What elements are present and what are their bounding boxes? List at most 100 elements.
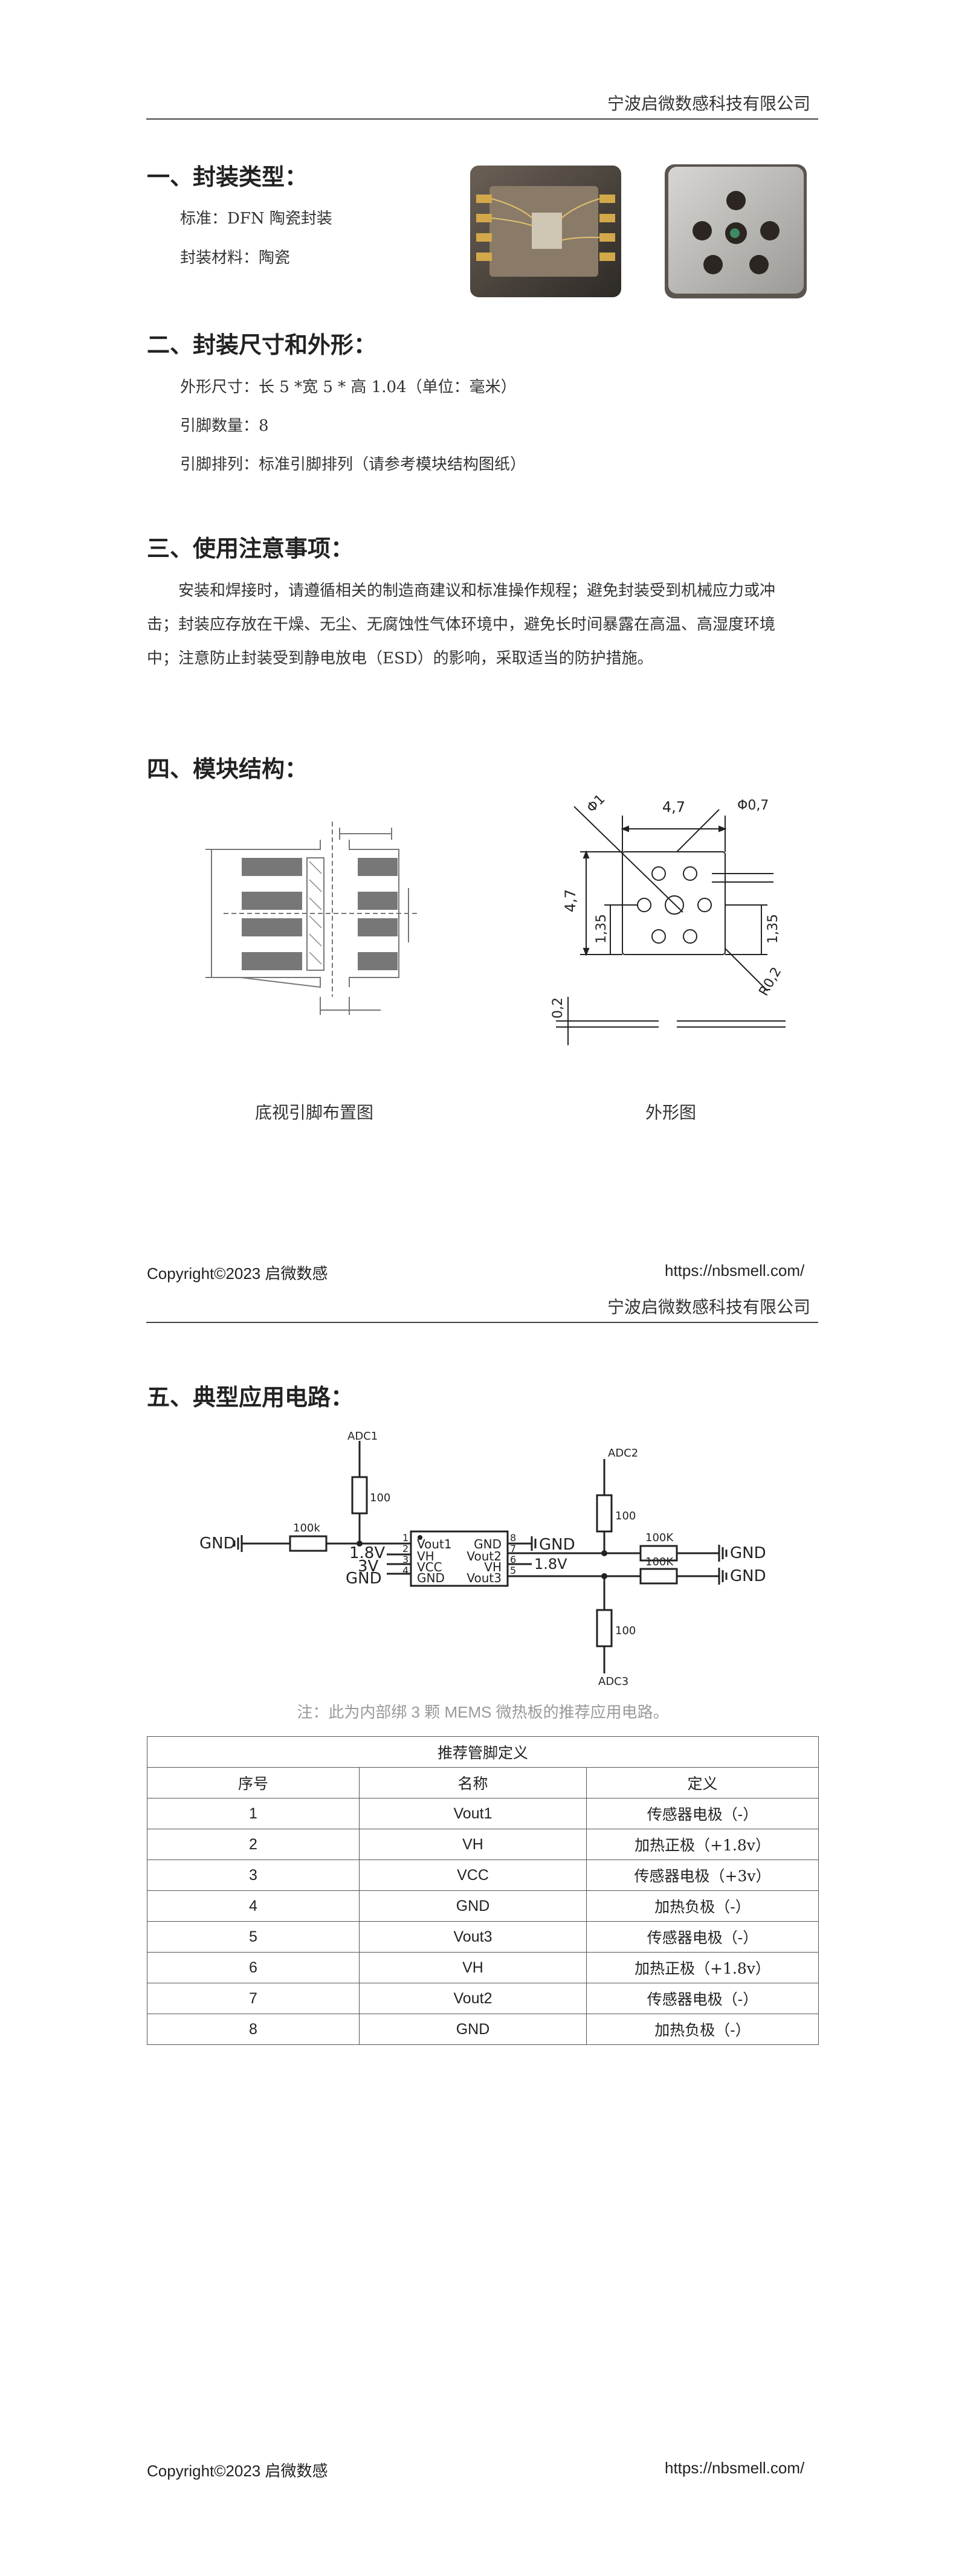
section-3-title: 三、使用注意事项： — [147, 535, 354, 562]
outline-drawing: 4,7 Φ0,7 Φ1 4,7 1,35 1,35 R0,2 0,2 — [551, 791, 786, 1045]
cell-name: Vout2 — [359, 1983, 587, 2014]
v3-label: 3V — [358, 1557, 379, 1576]
cell-index: 1 — [147, 1798, 360, 1829]
v18-left-label: 1.8V — [349, 1544, 385, 1562]
cell-index: 3 — [147, 1860, 360, 1891]
pin-num-3: 3 — [402, 1554, 408, 1565]
pin-layout-line: 引脚排列：标准引脚排列（请参考模块结构图纸） — [180, 456, 526, 474]
chip-pin-4-name: GND — [417, 1571, 445, 1585]
header-definition: 定义 — [586, 1767, 819, 1798]
table-row: 7 Vout2 传感器电极（-） — [147, 1983, 819, 2014]
r100k-right2-label: 100K — [645, 1556, 674, 1568]
footer-copyright: Copyright©2023 启微数感 — [147, 1264, 328, 1283]
pin-num-2: 2 — [402, 1543, 408, 1554]
cell-index: 2 — [147, 1829, 360, 1860]
table-caption-row: 推荐管脚定义 — [147, 1736, 819, 1768]
cell-definition: 传感器电极（-） — [586, 1921, 819, 1953]
r100-bottom-label: 100 — [615, 1624, 636, 1637]
cell-name: VH — [359, 1829, 587, 1860]
r100k-left-label: 100k — [293, 1522, 320, 1534]
gnd-left2-label: GND — [346, 1570, 382, 1588]
r100-left-label: 100 — [370, 1492, 390, 1504]
dim-phi1: Φ1 — [584, 791, 609, 816]
header-company: 宁波启微数感科技有限公司 — [607, 94, 811, 114]
table-row: 1 Vout1 传感器电极（-） — [147, 1798, 819, 1829]
table-caption: 推荐管脚定义 — [147, 1736, 819, 1768]
cell-definition: 加热正极（+1.8v） — [586, 1829, 819, 1860]
gnd-mid-label: GND — [539, 1536, 575, 1554]
cell-index: 7 — [147, 1983, 360, 2014]
usage-notes-paragraph: 安装和焊接时，请遵循相关的制造商建议和标准操作规程；避免封装受到机械应力或冲 击… — [147, 574, 819, 675]
header-rule-p2 — [146, 1322, 818, 1323]
table-row: 5 Vout3 传感器电极（-） — [147, 1921, 819, 1953]
chip-pin-2-name: VH — [417, 1549, 434, 1563]
gnd-left-label: GND — [199, 1534, 236, 1553]
cell-definition: 加热正极（+1.8v） — [586, 1952, 819, 1983]
cell-name: Vout3 — [359, 1921, 587, 1953]
cell-name: Vout1 — [359, 1798, 587, 1829]
footer-copyright-p2: Copyright©2023 启微数感 — [147, 2462, 328, 2480]
cell-name: VCC — [359, 1860, 587, 1891]
section-2-title: 二、封装尺寸和外形： — [147, 332, 377, 358]
dim-offset-left: 1,35 — [594, 914, 609, 944]
dimensions-line: 外形尺寸：长 5 *宽 5 * 高 1.04（单位：毫米） — [180, 378, 517, 396]
table-row: 4 GND 加热负极（-） — [147, 1890, 819, 1922]
footer-url-p2[interactable]: https://nbsmell.com/ — [665, 2459, 805, 2477]
chip-pin-7-name: Vout2 — [467, 1549, 502, 1563]
table-header-row: 序号 名称 定义 — [147, 1767, 819, 1798]
dim-thickness: 0,2 — [551, 997, 566, 1019]
adc1-label: ADC1 — [347, 1430, 378, 1443]
usage-notes-line-2: 击；封装应存放在干燥、无尘、无腐蚀性气体环境中，避免长时间暴露在高温、高湿度环境 — [147, 616, 776, 634]
chip-pin-8-name: GND — [474, 1537, 502, 1551]
adc3-label: ADC3 — [598, 1675, 628, 1688]
pin-num-7: 7 — [510, 1543, 516, 1554]
header-index: 序号 — [147, 1767, 360, 1798]
adc2-label: ADC2 — [608, 1447, 638, 1460]
table-row: 2 VH 加热正极（+1.8v） — [147, 1829, 819, 1860]
cell-name: GND — [359, 2014, 587, 2045]
cell-definition: 传感器电极（+3v） — [586, 1860, 819, 1891]
usage-notes-line-1: 安装和焊接时，请遵循相关的制造商建议和标准操作规程；避免封装受到机械应力或冲 — [178, 582, 776, 600]
cell-index: 6 — [147, 1952, 360, 1983]
package-photo-bottom — [470, 166, 621, 297]
cell-definition: 传感器电极（-） — [586, 1798, 819, 1829]
r100k-right1-label: 100K — [645, 1531, 674, 1544]
gnd-right1-label: GND — [730, 1544, 766, 1562]
table-row: 3 VCC 传感器电极（+3v） — [147, 1860, 819, 1891]
cell-definition: 加热负极（-） — [586, 2014, 819, 2045]
section-1-title: 一、封装类型： — [147, 164, 308, 190]
cell-name: GND — [359, 1890, 587, 1922]
dim-radius: R0,2 — [757, 965, 785, 999]
dim-height: 4,7 — [562, 889, 579, 912]
table-row: 8 GND 加热负极（-） — [147, 2014, 819, 2045]
dim-width: 4,7 — [662, 799, 685, 816]
chip-pin-3-name: VCC — [417, 1560, 442, 1574]
header-name: 名称 — [359, 1767, 587, 1798]
v18-right-label: 1.8V — [534, 1556, 567, 1573]
package-standard: 标准：DFN 陶瓷封装 — [180, 210, 332, 228]
cell-index: 8 — [147, 2014, 360, 2045]
package-photo-top — [665, 164, 807, 298]
chip-pin-6-name: VH — [484, 1560, 502, 1574]
pin-num-4: 4 — [402, 1565, 408, 1576]
usage-notes-line-3: 中；注意防止封装受到静电放电（ESD）的影响，采取适当的防护措施。 — [147, 649, 653, 668]
pin-num-1: 1 — [402, 1532, 408, 1544]
footer-url[interactable]: https://nbsmell.com/ — [665, 1261, 805, 1280]
table-row: 6 VH 加热正极（+1.8v） — [147, 1952, 819, 1983]
pin-num-8: 8 — [510, 1532, 516, 1544]
cell-definition: 加热负极（-） — [586, 1890, 819, 1922]
cell-index: 4 — [147, 1890, 360, 1922]
caption-outline: 外形图 — [645, 1103, 696, 1122]
pin-count-line: 引脚数量：8 — [180, 417, 269, 435]
gnd-right2-label: GND — [730, 1567, 766, 1585]
pin-num-5: 5 — [510, 1565, 516, 1576]
package-material: 封装材料：陶瓷 — [180, 249, 291, 267]
dim-hole: Φ0,7 — [737, 798, 769, 813]
circuit-note: 注：此为内部绑 3 颗 MEMS 微热板的推荐应用电路。 — [297, 1703, 669, 1721]
section-5-title: 五、典型应用电路： — [147, 1384, 354, 1411]
section-4-title: 四、模块结构： — [147, 756, 308, 782]
application-circuit: GND 100k ADC1 100 1.8V 3V GND Vout1 VH V… — [199, 1430, 766, 1688]
chip-pin-1-name: Vout1 — [417, 1537, 452, 1551]
caption-bottom-view: 底视引脚布置图 — [254, 1103, 373, 1122]
cell-definition: 传感器电极（-） — [586, 1983, 819, 2014]
